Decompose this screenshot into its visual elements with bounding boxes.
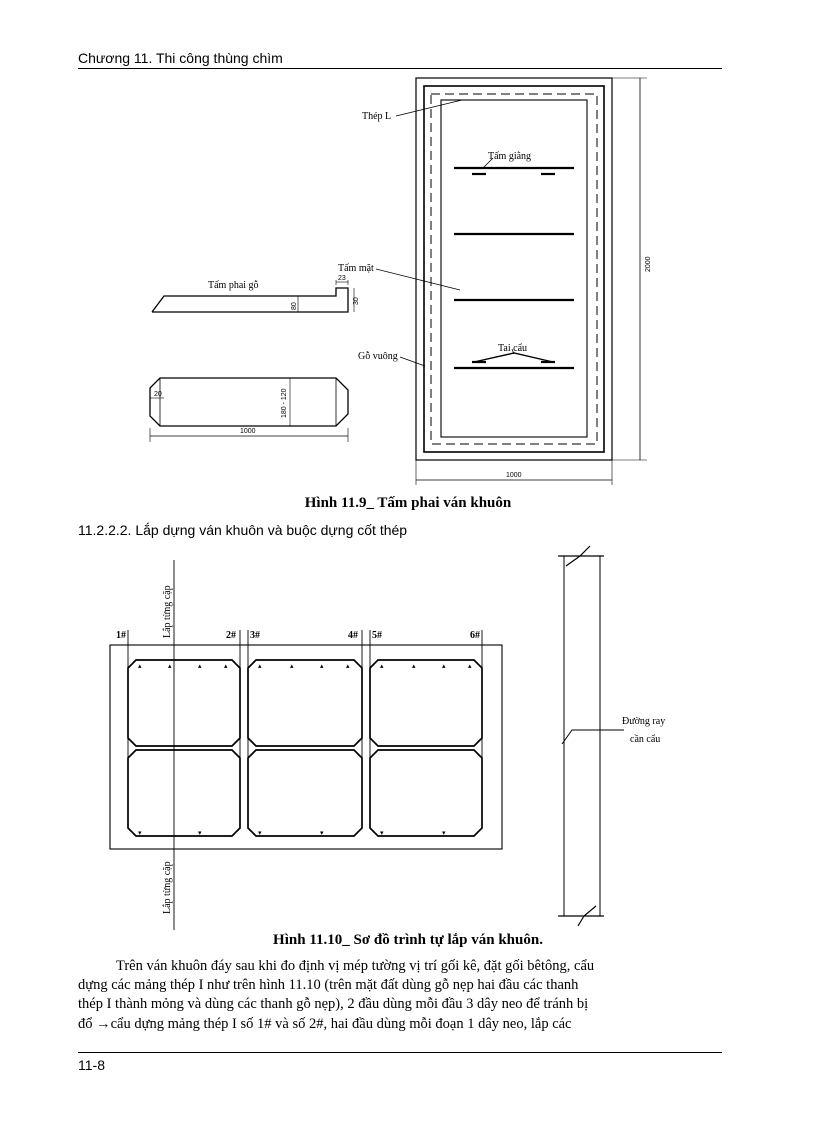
steel-frame xyxy=(423,85,605,453)
dim-80: 80 xyxy=(291,302,298,310)
dim-width: 1000 xyxy=(506,472,522,479)
dim-23: 23 xyxy=(338,275,346,282)
dim-height: 2000 xyxy=(645,256,652,272)
svg-text:▴: ▴ xyxy=(442,662,446,670)
figure-11-10-caption: Hình 11.10_ Sơ đồ trình tự lắp ván khuôn… xyxy=(273,932,543,948)
svg-text:▾: ▾ xyxy=(198,829,202,837)
marker-3: 3# xyxy=(250,630,260,641)
svg-text:▴: ▴ xyxy=(346,662,350,670)
cell-5 xyxy=(247,749,363,837)
label-tam-giang: Tấm giằng xyxy=(488,151,531,162)
svg-text:▴: ▴ xyxy=(320,662,324,670)
dim-plank-width: 180 - 120 xyxy=(281,388,288,418)
header-rule xyxy=(78,68,722,69)
plank-side xyxy=(151,287,349,313)
dim-20: 20 xyxy=(154,391,162,398)
base-slab xyxy=(109,644,503,850)
lap-label-top: Lắp từng cặp xyxy=(162,585,173,638)
chapter-header: Chương 11. Thi công thùng chìm xyxy=(78,50,283,66)
anchor-marks: ▴ ▴ ▴ ▴ ▴ ▴ ▴ ▴ ▴ ▴ ▴ ▴ ▾ ▾ ▾ ▾ ▾ ▾ xyxy=(138,662,472,837)
figure-11-9-caption: Hình 11.9_ Tấm phai ván khuôn xyxy=(304,495,512,511)
svg-text:▾: ▾ xyxy=(380,829,384,837)
cell-2 xyxy=(247,659,363,747)
marker-6: 6# xyxy=(470,630,480,641)
label-go-vuong: Gỗ vuông xyxy=(358,351,398,362)
marker-4: 4# xyxy=(348,630,358,641)
svg-text:▴: ▴ xyxy=(168,662,172,670)
body-line-3: thép I thành mỏng và dùng các thanh gỗ n… xyxy=(78,996,589,1013)
body-line-1: Trên ván khuôn đáy sau khi đo định vị mé… xyxy=(116,958,595,974)
dim-30: 30 xyxy=(353,297,360,305)
label-thep-l: Thép L xyxy=(362,111,391,122)
dim-plank-length: 1000 xyxy=(240,428,256,435)
label-tai-cau: Tai cẩu xyxy=(498,343,527,354)
page-number: 11-8 xyxy=(78,1057,105,1073)
svg-text:▴: ▴ xyxy=(138,662,142,670)
rail-break xyxy=(561,729,624,745)
label-tam-mat: Tấm mặt xyxy=(338,263,374,274)
svg-text:▴: ▴ xyxy=(258,662,262,670)
body-line-4: đổ →cẩu dựng mảng thép I số 1# và số 2#,… xyxy=(78,1015,572,1032)
svg-text:▴: ▴ xyxy=(412,662,416,670)
cell-4 xyxy=(127,749,241,837)
svg-text:▴: ▴ xyxy=(380,662,384,670)
section-title: 11.2.2.2. Lắp dựng ván khuôn và buộc dựn… xyxy=(78,522,408,538)
inner-panel xyxy=(440,99,588,438)
cell-6 xyxy=(369,749,483,837)
body-line-2: dựng các mảng thép I như trên hình 11.10… xyxy=(78,977,579,994)
svg-text:▴: ▴ xyxy=(224,662,228,670)
svg-text:▴: ▴ xyxy=(198,662,202,670)
dashed-frame xyxy=(430,93,598,445)
lap-label-bottom: Lắp từng cặp xyxy=(162,861,173,914)
figure-11-9: Thép L Tấm giằng Tấm mặt Gỗ vuông Tai cẩ… xyxy=(149,77,652,485)
svg-text:▾: ▾ xyxy=(138,829,142,837)
outer-frame xyxy=(415,77,613,461)
cell-3 xyxy=(369,659,483,747)
figure-11-10: ▴ ▴ ▴ ▴ ▴ ▴ ▴ ▴ ▴ ▴ ▴ ▴ ▾ ▾ ▾ ▾ ▾ ▾ 1# 2# 3# 4# 5# 6#… xyxy=(109,545,665,930)
cell-1 xyxy=(127,659,241,747)
rail-label-1: Đường ray xyxy=(622,716,665,727)
body-text: Trên ván khuôn đáy sau khi đo định vị mé… xyxy=(78,957,722,1034)
marker-5: 5# xyxy=(372,630,382,641)
svg-text:▾: ▾ xyxy=(258,829,262,837)
svg-text:▴: ▴ xyxy=(290,662,294,670)
footer-rule xyxy=(78,1052,722,1053)
label-tam-phai-go: Tấm phai gỗ xyxy=(208,280,259,291)
svg-text:▴: ▴ xyxy=(468,662,472,670)
svg-text:▾: ▾ xyxy=(442,829,446,837)
marker-1: 1# xyxy=(116,630,126,641)
marker-2: 2# xyxy=(226,630,236,641)
rail-label-2: cần cẩu xyxy=(630,734,660,745)
svg-text:▾: ▾ xyxy=(320,829,324,837)
